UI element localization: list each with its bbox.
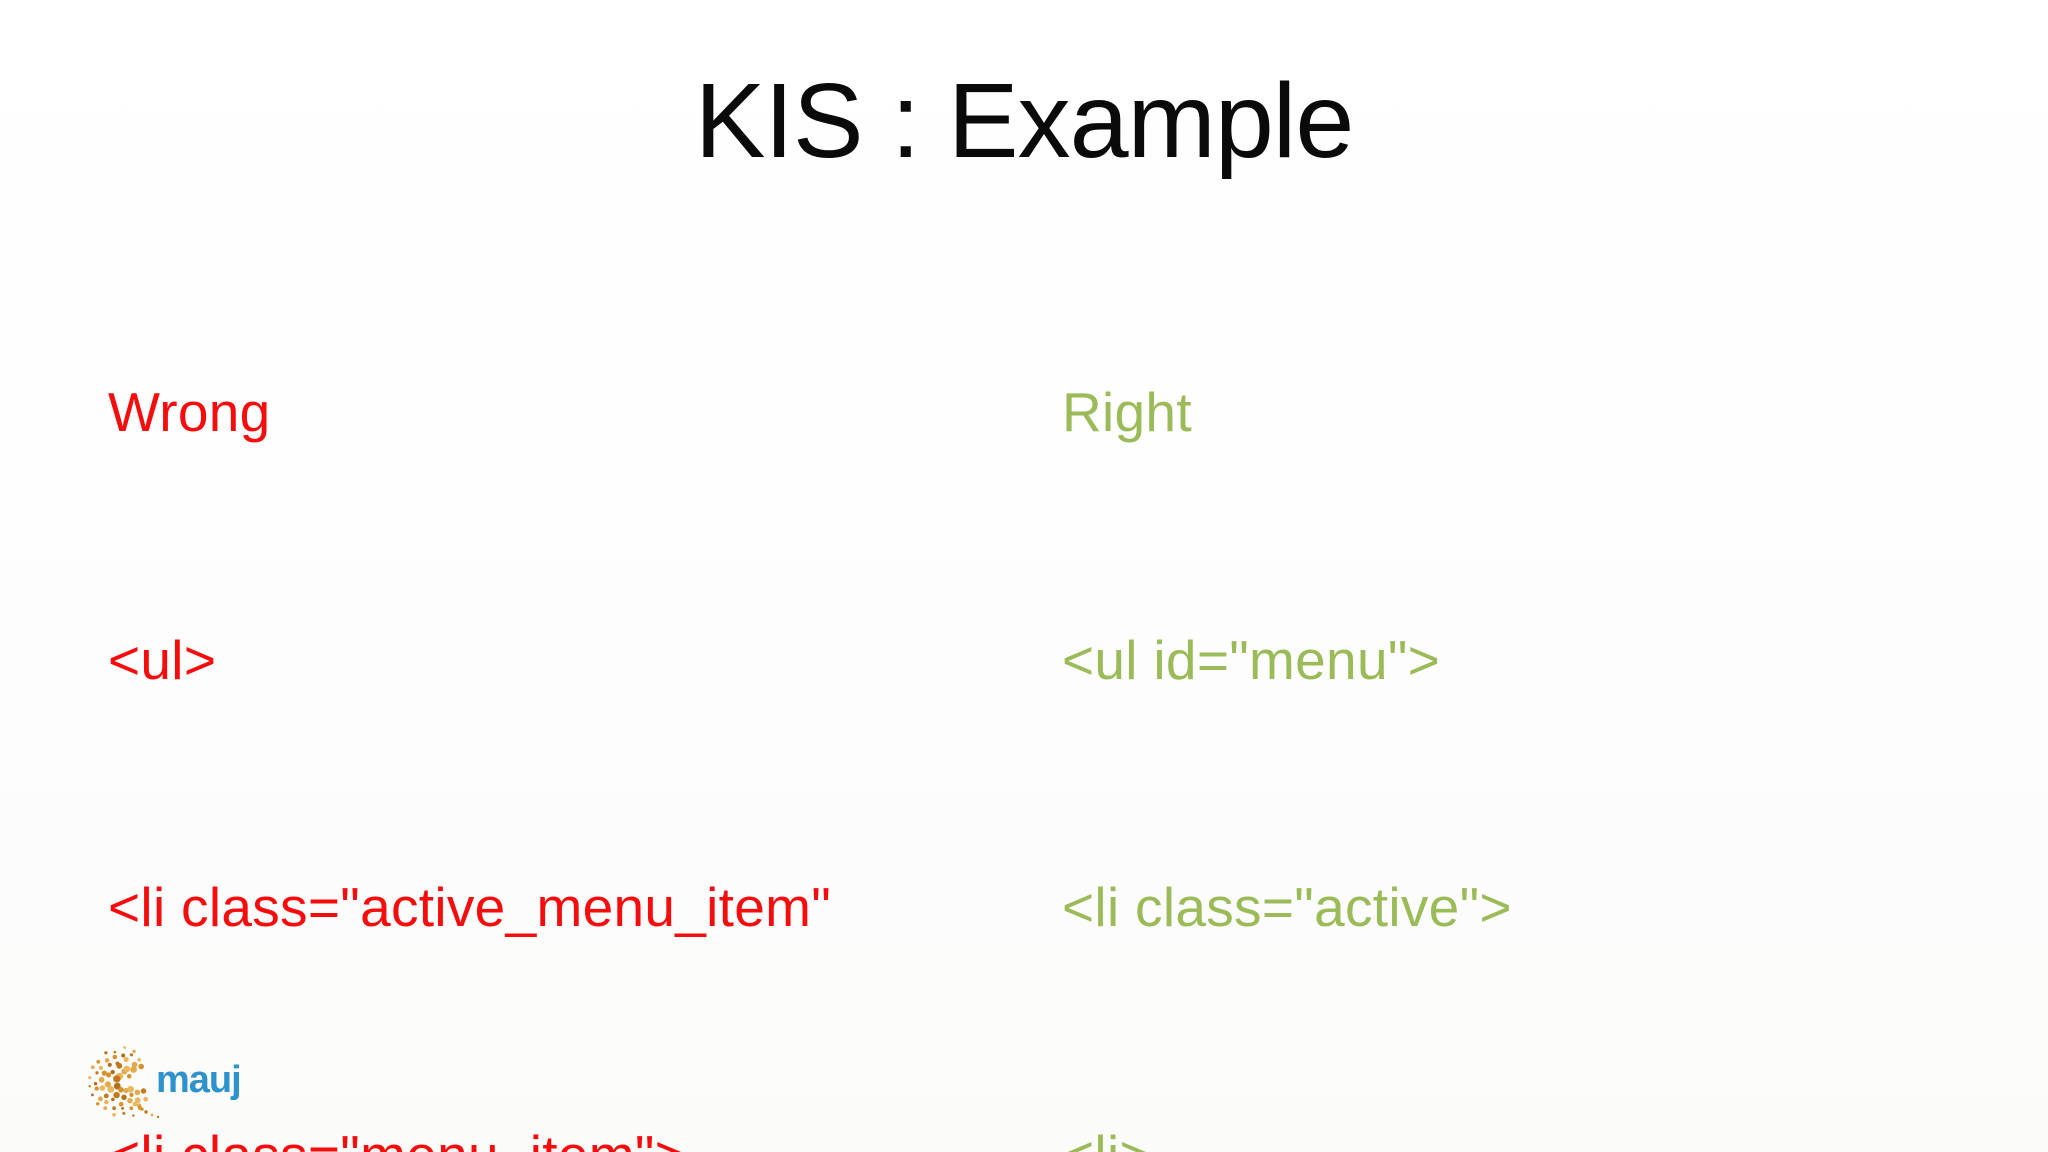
slide-title: KIS : Example bbox=[694, 62, 1355, 180]
mauj-logo-text: mauj bbox=[156, 1058, 242, 1101]
wrong-heading: Wrong bbox=[108, 381, 271, 443]
code-line: <li class="active_menu_item" bbox=[108, 876, 832, 938]
code-line: <li class="menu_item"> bbox=[108, 1114, 831, 1152]
code-line: <li class="active"> bbox=[1062, 876, 1512, 938]
code-line: <ul id="menu"> bbox=[1062, 628, 1441, 691]
right-heading: Right bbox=[1062, 381, 1192, 443]
mauj-swirl-icon bbox=[88, 1046, 160, 1119]
wrong-column: Wrong <ul> <li class="active_menu_item" … bbox=[108, 206, 831, 1152]
mauj-logo: mauj bbox=[88, 1042, 242, 1124]
code-line: <li> bbox=[1062, 1114, 1512, 1152]
code-line: <ul> bbox=[108, 628, 217, 691]
right-column: Right <ul id="menu"> <li class="active">… bbox=[1062, 206, 1512, 1152]
